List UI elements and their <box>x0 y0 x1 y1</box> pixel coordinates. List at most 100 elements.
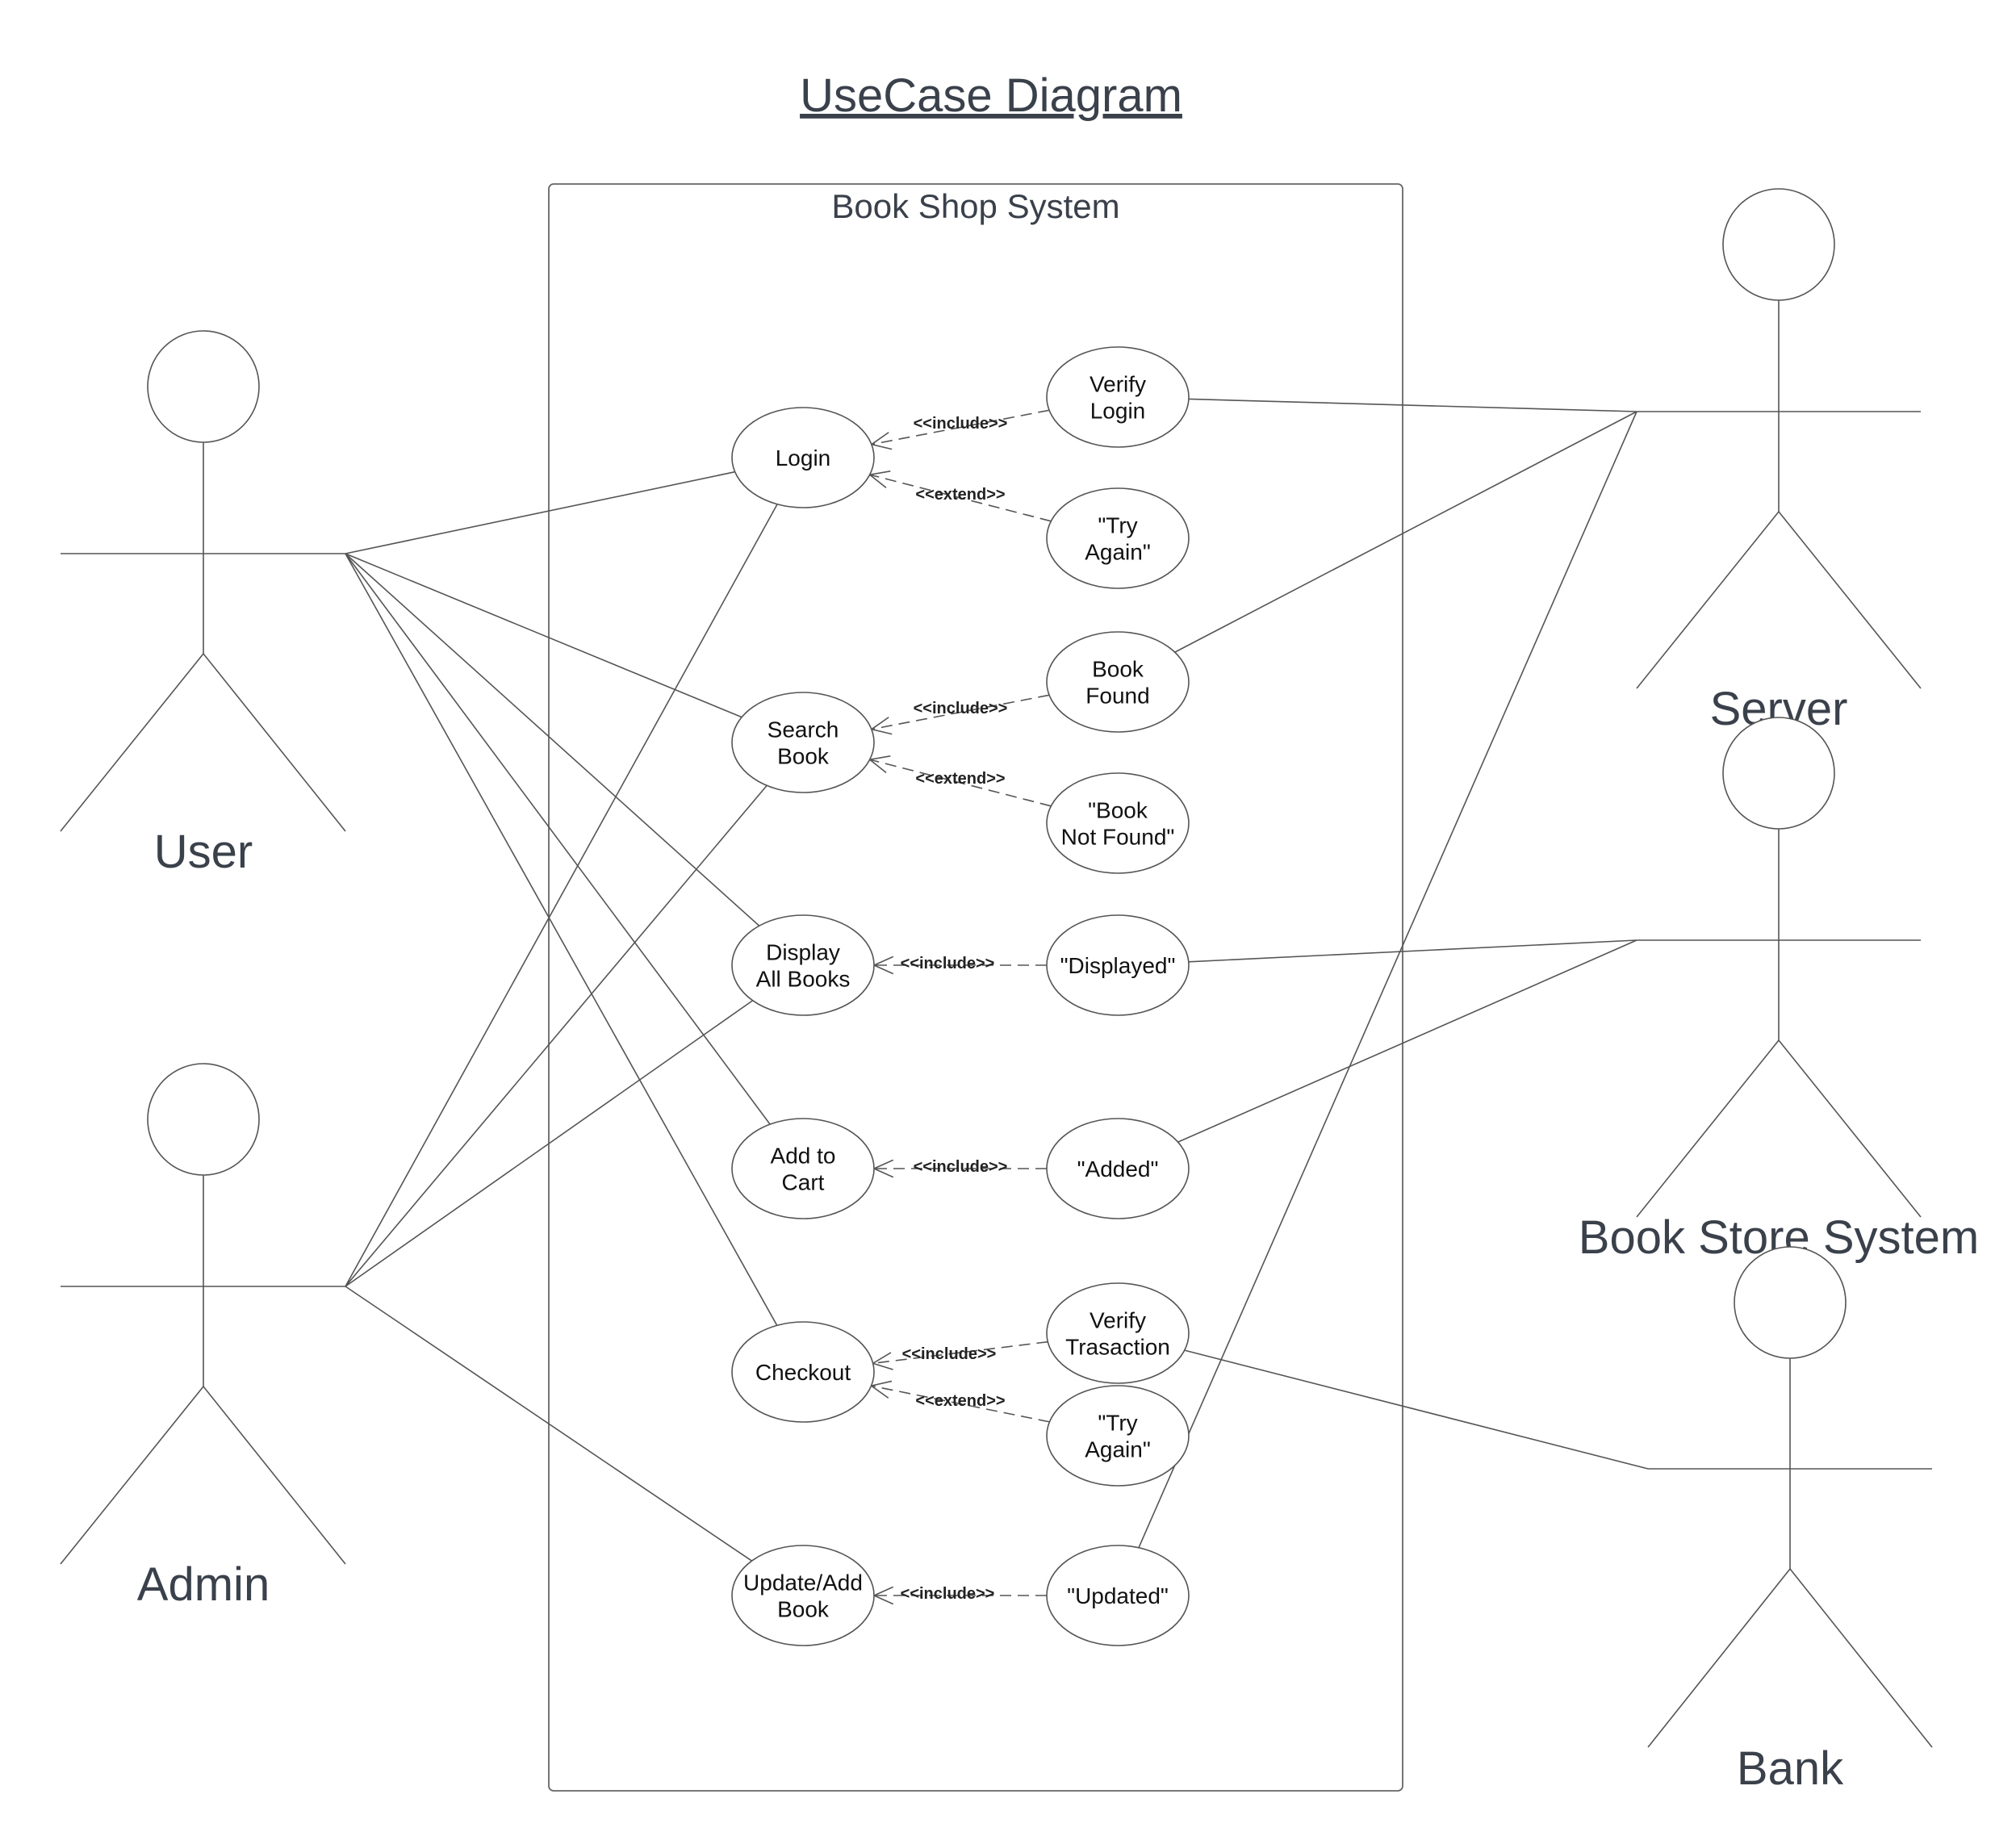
use-case-label: Cart <box>782 1170 825 1195</box>
association-admin-update-add <box>345 1286 752 1562</box>
association-bookstore-added <box>1177 939 1637 1143</box>
actor-label-bank: Bank <box>1737 1742 1844 1795</box>
use-case-ellipse <box>1046 631 1190 733</box>
relationship-label-login-try-again-1: <<extend>> <box>915 486 1005 504</box>
use-case-label: Display <box>766 940 840 965</box>
association-admin-login <box>345 504 778 1287</box>
use-case-label: Book <box>777 744 830 769</box>
association-user-add-to-cart <box>345 553 771 1125</box>
use-case-label: "Book <box>1088 798 1148 823</box>
system-boundary-label: Book Shop System <box>831 187 1119 225</box>
use-case-ellipse <box>731 1545 875 1646</box>
use-case-label: Verify <box>1090 1308 1146 1333</box>
use-case-ellipse <box>1046 772 1190 874</box>
actor-server[interactable]: Server <box>1636 188 1922 735</box>
use-case-ellipse <box>731 1118 875 1219</box>
actor-left-leg <box>1636 1039 1780 1218</box>
use-case-label: "Added" <box>1077 1156 1159 1181</box>
use-case-login[interactable]: Login <box>731 407 875 508</box>
actor-head <box>1722 188 1835 301</box>
actor-label-admin: Admin <box>137 1558 270 1611</box>
association-server-updated <box>1138 411 1637 1549</box>
association-user-checkout <box>345 553 778 1326</box>
association-server-book-found <box>1174 411 1637 653</box>
diagram-title: UseCase Diagram <box>800 69 1182 122</box>
actor-left-leg <box>60 653 204 832</box>
use-case-label: Book <box>777 1597 830 1622</box>
association-server-verify-login <box>1188 398 1637 412</box>
actor-user[interactable]: User <box>60 330 346 878</box>
association-user-login <box>345 471 735 554</box>
actor-label-user: User <box>154 826 253 878</box>
use-case-ellipse <box>1046 914 1190 1016</box>
use-case-label: Update/Add <box>743 1570 863 1596</box>
system-boundary <box>548 183 1403 1792</box>
actor-right-leg <box>1789 1568 1933 1748</box>
relationship-label-search-book-book-found: <<include>> <box>914 700 1008 717</box>
actor-head <box>1734 1246 1847 1359</box>
use-case-ellipse <box>1046 346 1190 448</box>
use-case-label: "Updated" <box>1067 1583 1169 1608</box>
actor-head <box>147 1063 260 1176</box>
use-case-label: Trasaction <box>1065 1335 1170 1360</box>
relationship-label-login-verify-login: <<include>> <box>914 415 1008 433</box>
use-case-added[interactable]: "Added" <box>1046 1118 1190 1219</box>
use-case-label: Verify <box>1090 372 1146 397</box>
use-case-label: Again" <box>1085 1437 1151 1462</box>
actor-admin[interactable]: Admin <box>60 1063 346 1611</box>
use-case-label: Login <box>1090 399 1146 424</box>
relationship-label-add-to-cart-added: <<include>> <box>914 1158 1008 1176</box>
actor-bank[interactable]: Bank <box>1647 1246 1933 1795</box>
association-bank-verify-transaction <box>1184 1349 1649 1470</box>
relationship-line-search-book-book-not-found <box>869 759 1052 807</box>
relationship-line-login-try-again-1 <box>869 474 1052 522</box>
relationship-line-checkout-verify-transaction <box>872 1340 1048 1365</box>
use-case-label: Book <box>1092 657 1144 682</box>
association-user-search-book <box>345 553 742 718</box>
use-case-label: Checkout <box>755 1360 851 1385</box>
actor-head <box>147 330 260 443</box>
association-bookstore-displayed <box>1188 939 1637 963</box>
use-case-updated[interactable]: "Updated" <box>1046 1545 1190 1646</box>
use-case-label: "Try <box>1098 513 1137 538</box>
use-case-ellipse <box>1046 1118 1190 1219</box>
use-case-label: All Books <box>756 967 851 992</box>
use-case-label: Login <box>776 445 831 471</box>
relationship-label-checkout-verify-transaction: <<include>> <box>902 1345 997 1363</box>
relationship-line-login-verify-login <box>871 409 1050 445</box>
relationship-line-search-book-book-found <box>871 694 1050 730</box>
use-case-ellipse <box>731 692 875 793</box>
use-case-ellipse <box>1046 1282 1190 1384</box>
relationship-label-update-add-updated: <<include>> <box>901 1585 995 1603</box>
relationship-label-search-book-book-not-found: <<extend>> <box>915 770 1005 788</box>
relationship-line-checkout-try-again-2 <box>871 1385 1050 1423</box>
actor-right-leg <box>1778 1039 1922 1218</box>
actor-bookstore[interactable]: Book Store System <box>1579 717 1979 1264</box>
relationship-arrowhead-checkout-verify-transaction <box>871 1352 893 1370</box>
use-case-ellipse <box>1046 487 1190 589</box>
actor-right-leg <box>203 653 346 832</box>
association-user-display-all <box>345 553 760 926</box>
use-case-label: Found <box>1085 684 1149 709</box>
use-case-label: "Try <box>1098 1411 1137 1436</box>
use-case-displayed[interactable]: "Displayed" <box>1046 914 1190 1016</box>
actor-left-leg <box>1636 511 1780 689</box>
actor-head <box>1722 717 1835 830</box>
use-case-label: Search <box>768 717 839 742</box>
actor-right-leg <box>1778 511 1922 689</box>
use-case-ellipse <box>1046 1385 1190 1487</box>
use-case-ellipse <box>731 914 875 1016</box>
actor-left-leg <box>60 1386 204 1565</box>
use-case-checkout[interactable]: Checkout <box>731 1321 875 1423</box>
use-case-label: Add to <box>771 1144 836 1169</box>
